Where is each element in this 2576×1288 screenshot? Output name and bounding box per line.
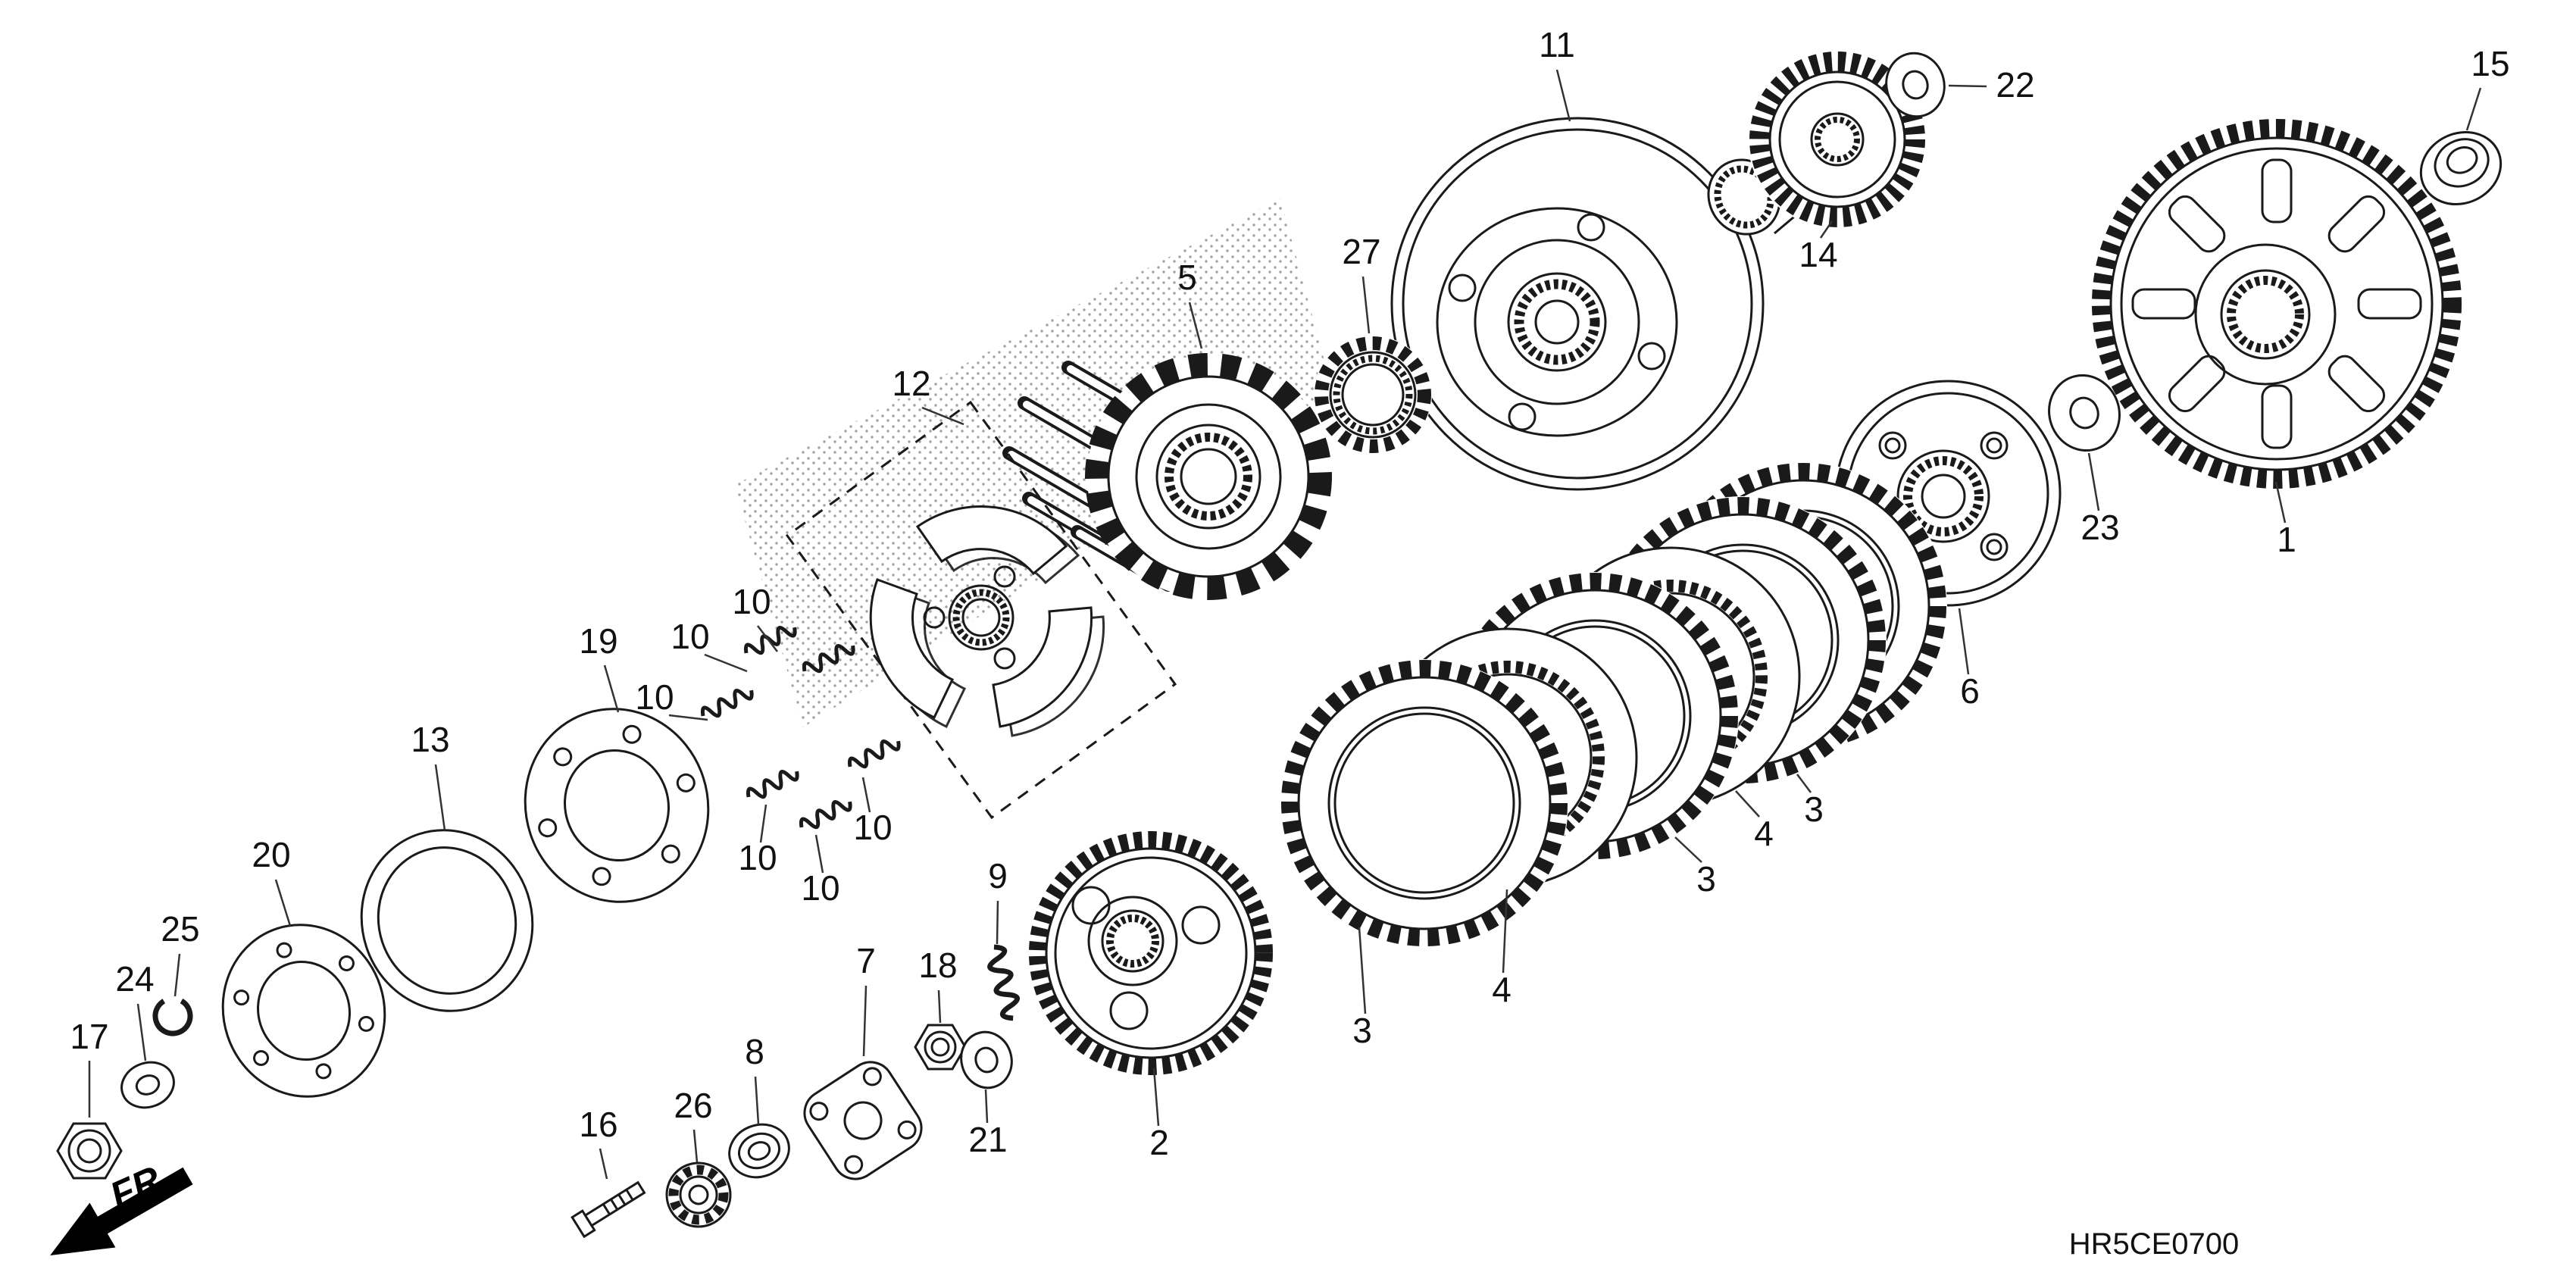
part-13-ring-drawing (360, 829, 534, 1012)
part-label-25: 25 (161, 909, 199, 949)
leader-line-24 (136, 1003, 147, 1061)
part-label-12: 12 (892, 364, 930, 403)
part-label-9: 9 (988, 856, 1008, 896)
part-label-24: 24 (115, 959, 154, 999)
part-label-16: 16 (579, 1105, 617, 1144)
part-label-15: 15 (2471, 44, 2509, 83)
part-15-bushing-drawing (2419, 130, 2503, 206)
leader-line-13 (434, 764, 446, 831)
part-1-clutch-basket-drawing (2092, 119, 2462, 489)
part-labels-layer: 1122151427512123619132025241710101010101… (70, 25, 2510, 1180)
part-label-10: 10 (671, 617, 709, 656)
part-label-26: 26 (674, 1086, 712, 1125)
leader-line-9 (996, 900, 999, 945)
leader-line-6 (1958, 608, 1970, 675)
part-label-7: 7 (856, 941, 876, 980)
part-label-20: 20 (252, 835, 290, 874)
leader-line-2 (1152, 1068, 1160, 1127)
part-16-bolt-drawing (571, 1180, 646, 1239)
part-12-dashed-box (785, 400, 1177, 820)
part-9-spring-drawing (985, 945, 1022, 1021)
fr-direction-arrow: FR. (50, 1154, 193, 1255)
leader-line-4 (1502, 889, 1508, 974)
part-20-plate-drawing (221, 924, 386, 1098)
part-label-1: 1 (2277, 520, 2296, 559)
part-label-11: 11 (1539, 25, 1575, 64)
part-label-2: 2 (1149, 1123, 1169, 1162)
leader-line-7 (862, 985, 868, 1057)
leader-line-10 (704, 653, 748, 673)
part-label-21: 21 (968, 1120, 1007, 1159)
leader-line-25 (174, 953, 181, 997)
part-label-3: 3 (1696, 859, 1716, 899)
part-2-clutch-center-drawing (1029, 831, 1273, 1075)
part-label-10: 10 (853, 808, 892, 847)
part-label-18: 18 (918, 946, 957, 985)
part-label-13: 13 (411, 720, 449, 759)
part-27-oneway-clutch-drawing (1314, 336, 1432, 454)
leader-line-21 (984, 1089, 989, 1124)
leader-line-8 (754, 1076, 760, 1125)
part-label-10: 10 (738, 838, 777, 877)
part-8-seal-drawing (728, 1123, 790, 1179)
part-3-friction-plate (1280, 659, 1568, 947)
part-label-22: 22 (1996, 65, 2034, 105)
leader-line-20 (274, 879, 292, 927)
leader-line-10 (759, 804, 767, 843)
part-label-8: 8 (745, 1032, 764, 1071)
part-label-17: 17 (70, 1017, 108, 1056)
leader-line-1 (2274, 481, 2287, 524)
leader-line-12 (921, 406, 964, 426)
part-label-14: 14 (1799, 235, 1837, 274)
part-label-10: 10 (732, 582, 771, 621)
part-17-nut-drawing (56, 1122, 123, 1180)
leader-line-10 (757, 625, 778, 652)
part-label-27: 27 (1342, 232, 1380, 271)
leader-line-15 (2465, 87, 2482, 131)
part-22-washer-drawing (1885, 52, 1946, 118)
part-label-10: 10 (801, 868, 839, 908)
part-19-plate-drawing (524, 708, 710, 903)
part-7-plate-drawing (803, 1061, 923, 1180)
part-label-4: 4 (1754, 814, 1774, 853)
leader-line-3 (1796, 774, 1812, 793)
clutch-plate-stack-drawing (1280, 462, 1947, 947)
leader-line-4 (1735, 790, 1760, 818)
part-label-3: 3 (1804, 789, 1824, 829)
leader-line-18 (937, 989, 942, 1024)
part-23-washer-drawing (2048, 374, 2121, 452)
part-5-drive-plate-drawing (1002, 353, 1332, 600)
part-21-washer-drawing (960, 1030, 1013, 1089)
leader-line-26 (692, 1129, 699, 1163)
part-11-clutch-drum-drawing (1390, 117, 1765, 491)
leader-line-19 (603, 664, 620, 713)
leader-line-10 (861, 777, 871, 813)
leader-line-14 (1819, 220, 1834, 239)
part-label-19: 19 (579, 621, 617, 661)
part-label-4: 4 (1492, 970, 1512, 1009)
part-label-6: 6 (1960, 671, 1980, 711)
part-24-washer-drawing (120, 1061, 175, 1109)
leader-line-23 (2087, 452, 2100, 511)
part-14-gear-shaft-drawing (1707, 50, 1927, 236)
leader-line-16 (599, 1148, 608, 1180)
leader-line-27 (1361, 276, 1371, 334)
part-label-23: 23 (2080, 508, 2119, 547)
fr-arrow-icon (50, 1167, 193, 1255)
part-12-clutch-shoe-assembly-drawing (785, 400, 1177, 820)
leader-line-3 (1358, 927, 1367, 1014)
leader-line-10 (814, 834, 824, 874)
part-26-bearing-drawing (665, 1161, 732, 1228)
leader-line-10 (668, 714, 708, 721)
leader-line-11 (1555, 69, 1571, 122)
part-18-nut-drawing (914, 1024, 967, 1071)
diagram-code: HR5CE0700 (2069, 1227, 2240, 1261)
part-label-5: 5 (1177, 258, 1197, 297)
part-label-10: 10 (635, 677, 674, 717)
leader-line-3 (1674, 836, 1702, 863)
part-25-circlip-drawing (152, 996, 193, 1036)
leader-line-5 (1188, 302, 1203, 349)
part-label-3: 3 (1352, 1011, 1372, 1050)
